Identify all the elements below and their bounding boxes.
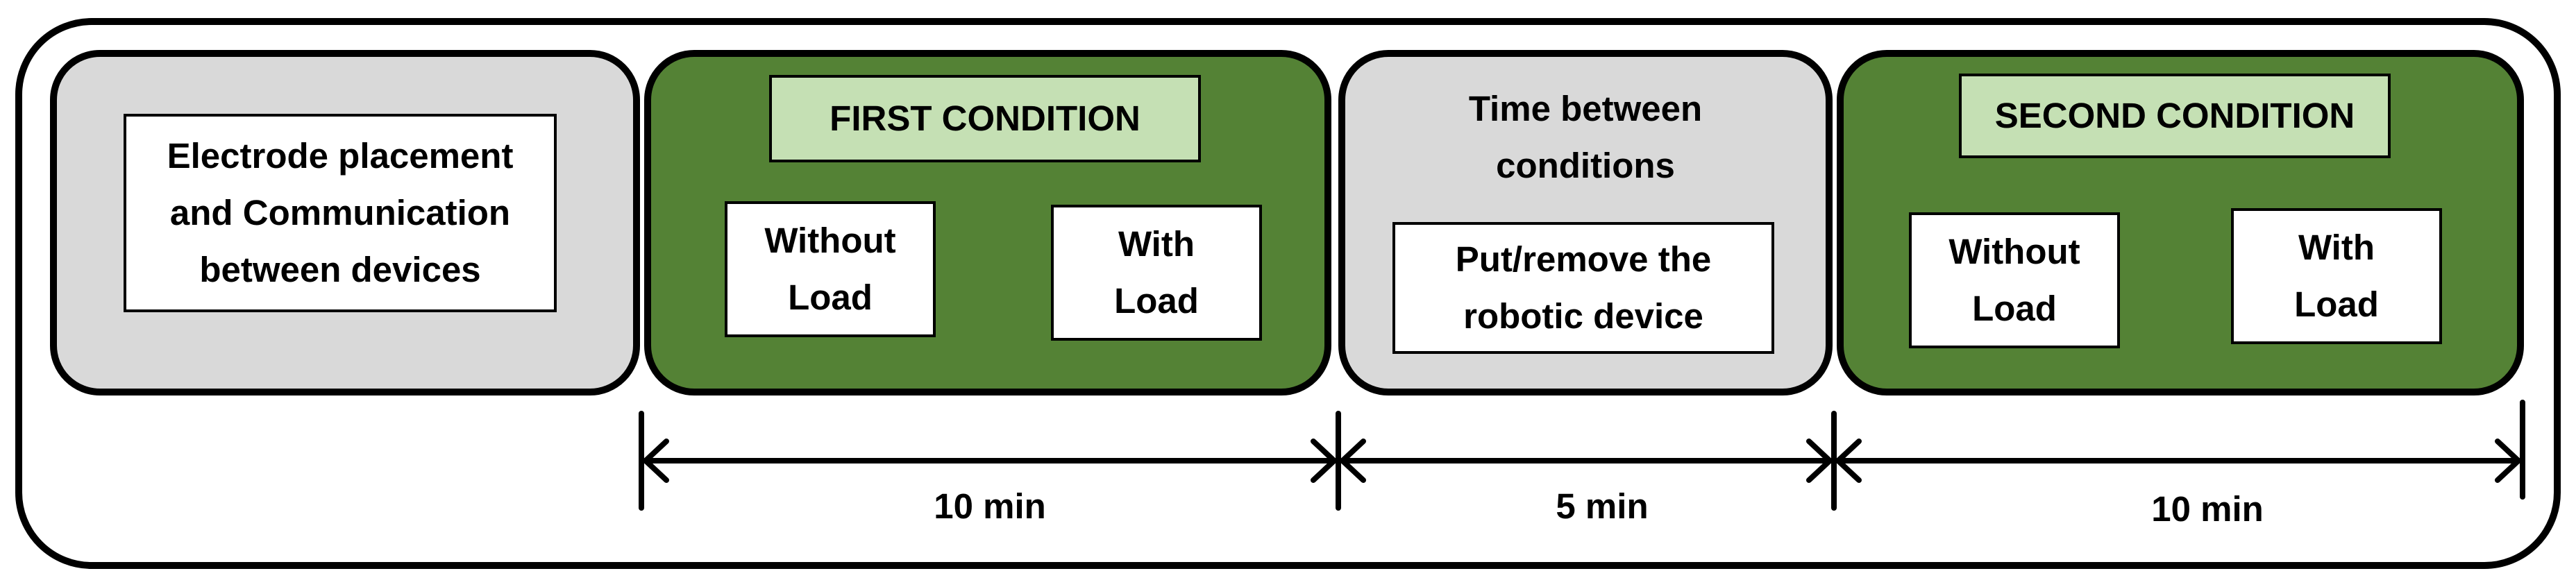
- first-condition-title: FIRST CONDITION: [769, 75, 1201, 162]
- first-with-load-box: With Load: [1051, 205, 1262, 341]
- second-without-load-box: Without Load: [1909, 212, 2120, 348]
- transition-action-box: Put/remove the robotic device: [1392, 222, 1774, 354]
- transition-title: Time between conditions: [1468, 89, 1703, 185]
- setup-box: Electrode placement and Communication be…: [124, 114, 557, 312]
- second-with-load-box: With Load: [2231, 208, 2442, 344]
- second-condition-title: SECOND CONDITION: [1959, 74, 2391, 158]
- first-without-load-box: Without Load: [725, 201, 936, 337]
- between-duration-label: 5 min: [1556, 486, 1649, 526]
- first-duration-label: 10 min: [934, 486, 1046, 526]
- second-duration-label: 10 min: [2151, 489, 2264, 529]
